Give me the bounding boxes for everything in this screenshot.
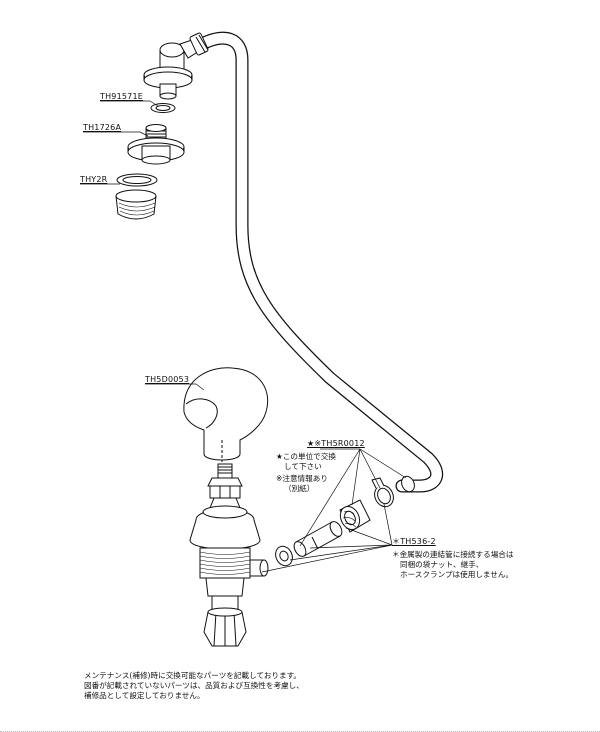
footer-line-3: 補修品として設定しておりません。 (84, 691, 205, 700)
label-clamp: ＊TH536-2 (392, 537, 436, 546)
leader-lines (80, 100, 407, 573)
note-caution: ※注意情報あり （別紙） (276, 474, 328, 494)
packing-ring (116, 173, 158, 187)
note-metal-pipe-line-1: ＊金属製の連結管に接続する場合は (392, 550, 514, 559)
note-caution-line-2: （別紙） (284, 484, 315, 493)
note-unit-exchange: ★この単位で交換 して下さい (276, 452, 336, 472)
note-metal-pipe-line-3: ホースクランプは使用しません。 (400, 570, 514, 579)
note-metal-pipe-line-2: 同梱の袋ナット、継手、 (400, 560, 484, 569)
handle-knob (183, 367, 269, 462)
union-nut (339, 499, 371, 533)
small-gasket (150, 103, 176, 113)
flexible-hose (193, 31, 444, 493)
label-gasket-top: TH91571E (100, 92, 144, 101)
note-metal-pipe: ＊金属製の連結管に接続する場合は 同梱の袋ナット、継手、 ホースクランプは使用し… (392, 550, 514, 580)
hose-clamp (371, 477, 394, 508)
label-packing-ring: THY2R (80, 175, 108, 184)
valve-body (189, 463, 269, 647)
threaded-nipple (127, 124, 185, 165)
top-elbow-fitting (143, 32, 209, 100)
cap-nut (115, 189, 157, 220)
label-hose-set: ★※TH5R0012 (307, 439, 365, 448)
note-caution-line-1: ※注意情報あり (276, 474, 328, 483)
label-handle: TH5D0053 (145, 375, 190, 384)
footer-line-2: 図番が記載されていないパーツは、品質および互換性を考慮し、 (84, 681, 304, 690)
footer-line-1: メンテナンス(補修)時に交換可能なパーツを記載しております。 (84, 671, 302, 680)
label-nipple-adapter: TH1726A (83, 123, 122, 132)
note-unit-exchange-line-2: して下さい (284, 462, 322, 471)
footer-note: メンテナンス(補修)時に交換可能なパーツを記載しております。 図番が記載されてい… (84, 671, 304, 701)
note-unit-exchange-line-1: ★この単位で交換 (276, 452, 336, 461)
adapter-pipe (293, 521, 343, 557)
connection-washer (275, 545, 293, 567)
